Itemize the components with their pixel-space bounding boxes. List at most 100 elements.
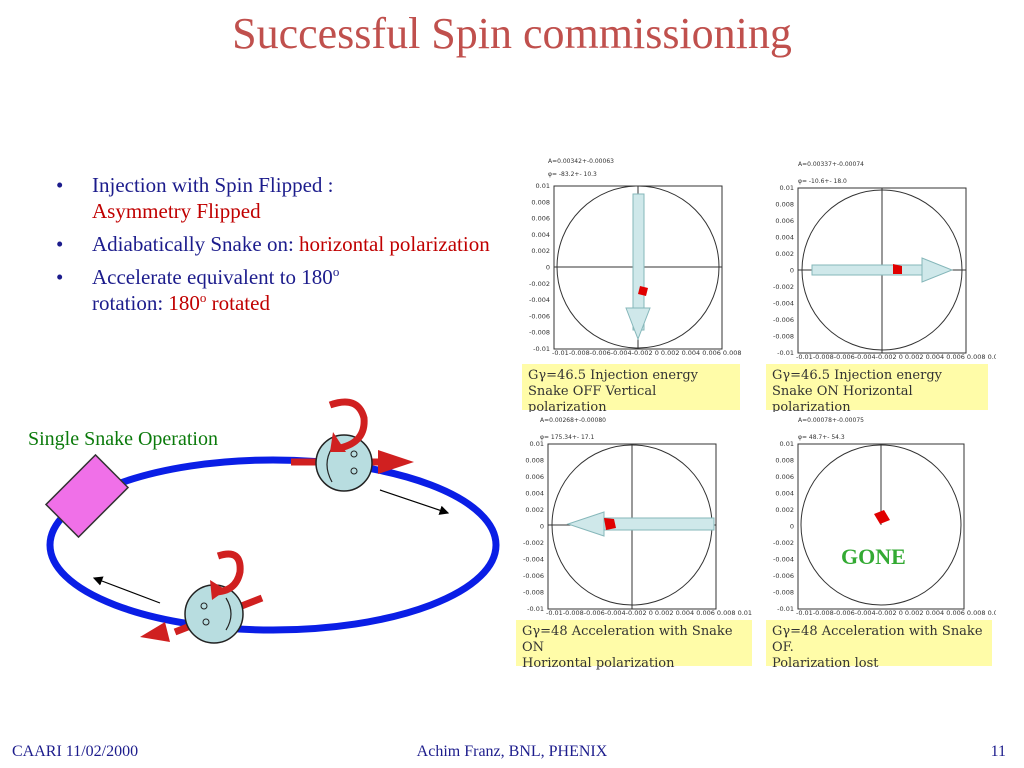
y-tick-label: -0.004 (773, 300, 794, 308)
y-tick-label: 0.002 (775, 506, 794, 514)
panel-caption-2: Gγ=46.5 Injection energy Snake ON Horizo… (766, 364, 988, 415)
y-tick-label: 0.004 (775, 490, 794, 498)
caption-line-2: Snake OFF Vertical polarization (528, 384, 657, 415)
y-tick-label: -0.01 (777, 349, 794, 357)
y-tick-label: 0.01 (530, 440, 544, 448)
snake-ring-diagram (44, 398, 500, 644)
y-tick-label: 0.008 (525, 457, 544, 465)
fit-phase: φ= 48.7+- 54.3 (798, 434, 845, 441)
slide-title: Successful Spin commissioning (232, 9, 792, 58)
y-tick-label: 0.01 (780, 184, 794, 192)
highlight-tail: rotated (211, 291, 270, 315)
y-tick-label: 0.01 (536, 182, 550, 190)
bullet-text: Injection with Spin Flipped : (92, 173, 334, 197)
x-tick-labels: -0.01-0.008-0.006-0.004-0.002 0 0.002 0.… (796, 609, 996, 617)
y-tick-label: 0.01 (780, 440, 794, 448)
y-tick-label: 0.004 (525, 490, 544, 498)
y-tick-label: -0.006 (773, 572, 794, 580)
panel-plot-3: A=0.00268+-0.00080 φ= 175.34+- 17.1 0.01… (512, 412, 752, 617)
fit-phase: φ= -83.2+- 10.3 (548, 171, 597, 178)
bullet-list: • Injection with Spin Flipped : Asymmetr… (52, 172, 502, 323)
y-tick-label: 0.002 (775, 250, 794, 258)
y-tick-label: -0.004 (773, 556, 794, 564)
y-tick-label: -0.006 (523, 572, 544, 580)
caption-line-2: Horizontal polarization (522, 656, 675, 671)
y-tick-label: -0.01 (533, 345, 550, 353)
y-tick-label: -0.002 (773, 283, 794, 291)
y-tick-label: 0 (540, 523, 544, 531)
y-tick-label: 0 (790, 523, 794, 531)
y-tick-label: -0.008 (773, 333, 794, 341)
caption-line-1: Gγ=46.5 Injection energy (772, 368, 942, 383)
bullet-highlight: horizontal polarization (299, 232, 490, 256)
y-tick-label: -0.002 (523, 539, 544, 547)
fit-phase: φ= 175.34+- 17.1 (540, 434, 595, 441)
bullet-text-2: rotation: (92, 291, 164, 315)
snake-magnet (44, 453, 130, 539)
y-tick-label: 0.006 (775, 217, 794, 225)
polarimeter-panel-2: A=0.00337+-0.00074 φ= -10.6+- 18.0 0.01 0… (756, 156, 996, 415)
bullet-highlight: 180o rotated (168, 291, 270, 315)
fit-amplitude: A=0.00342+-0.00063 (548, 158, 614, 165)
bullet-text: Accelerate equivalent to 180 (92, 265, 333, 289)
caption-line-1: Gγ=48 Acceleration with Snake OF. (772, 624, 983, 655)
y-tick-label: 0.008 (775, 457, 794, 465)
panel-plot-1: A=0.00342+-0.00063 φ= -83.2+- 10.3 0.01 0… (512, 156, 742, 361)
y-tick-label: 0 (546, 264, 550, 272)
fit-amplitude: A=0.00337+-0.00074 (798, 161, 864, 168)
y-tick-label: 0.002 (531, 247, 550, 255)
bullet-item: • Injection with Spin Flipped : Asymmetr… (52, 172, 502, 224)
degree-sup: o (332, 264, 340, 279)
motion-arrow-top (379, 489, 450, 515)
spin-arrowhead-bottom (140, 622, 170, 642)
bullet-item: • Accelerate equivalent to 180o rotation… (52, 264, 502, 316)
caption-line-1: Gγ=46.5 Injection energy (528, 368, 698, 383)
y-tick-label: -0.006 (773, 316, 794, 324)
y-tick-label: 0.006 (531, 215, 550, 223)
polarimeter-panel-1: A=0.00342+-0.00063 φ= -83.2+- 10.3 0.01 0… (512, 156, 742, 415)
y-tick-label: 0.002 (525, 506, 544, 514)
y-tick-label: -0.008 (773, 589, 794, 597)
y-tick-label: -0.002 (529, 280, 550, 288)
bullet-dot-icon: • (56, 173, 64, 197)
y-tick-label: -0.01 (777, 605, 794, 613)
y-tick-label: -0.002 (773, 539, 794, 547)
y-tick-label: 0.004 (531, 231, 550, 239)
ring-ellipse (46, 456, 500, 634)
y-tick-label: 0.004 (775, 234, 794, 242)
y-tick-label: 0.006 (775, 473, 794, 481)
y-tick-label: -0.006 (529, 312, 550, 320)
bullet-dot-icon: • (56, 232, 64, 256)
spin-arrowhead-top (378, 450, 414, 474)
rotation-arrow-top (328, 398, 368, 452)
bullet-highlight: Asymmetry Flipped (92, 199, 261, 223)
panel-plot-2: A=0.00337+-0.00074 φ= -10.6+- 18.0 0.01 0… (756, 156, 996, 361)
y-tick-label: -0.01 (527, 605, 544, 613)
x-tick-labels: -0.01-0.008-0.006-0.004-0.002 0 0.002 0.… (546, 609, 752, 617)
panel-caption-1: Gγ=46.5 Injection energy Snake OFF Verti… (522, 364, 740, 415)
x-tick-labels: -0.01-0.008-0.006-0.004-0.002 0 0.002 0.… (796, 353, 996, 361)
diagram-label: Single Snake Operation (28, 428, 218, 450)
y-tick-label: -0.008 (529, 329, 550, 337)
bullet-item: • Adiabatically Snake on: horizontal pol… (52, 231, 502, 257)
y-tick-label: -0.004 (529, 296, 550, 304)
slide-number: 11 (990, 743, 1006, 760)
motion-arrow-bottom (92, 576, 161, 604)
y-tick-label: -0.008 (523, 589, 544, 597)
panel-plot-4: A=0.00078+-0.00075 φ= 48.7+- 54.3 GONE 0… (756, 412, 996, 617)
y-tick-label: 0 (790, 267, 794, 275)
degree-sup: o (199, 290, 207, 305)
gone-label: GONE (841, 544, 906, 569)
footer-author: Achim Franz, BNL, PHENIX (416, 743, 608, 760)
y-tick-label: 0.008 (775, 201, 794, 209)
fit-amplitude: A=0.00268+-0.00080 (540, 417, 606, 424)
panel-caption-3: Gγ=48 Acceleration with Snake ON Horizon… (516, 620, 752, 671)
polarimeter-panel-4: A=0.00078+-0.00075 φ= 48.7+- 54.3 GONE 0… (756, 412, 996, 671)
x-tick-labels: -0.01-0.008-0.006-0.004-0.002 0 0.002 0.… (552, 349, 742, 357)
panel-caption-4: Gγ=48 Acceleration with Snake OF. Polari… (766, 620, 992, 671)
caption-line-2: Polarization lost (772, 656, 879, 671)
bullet-dot-icon: • (56, 265, 64, 289)
y-tick-label: 0.006 (525, 473, 544, 481)
highlight-number: 180 (168, 291, 200, 315)
fit-phase: φ= -10.6+- 18.0 (798, 178, 847, 185)
